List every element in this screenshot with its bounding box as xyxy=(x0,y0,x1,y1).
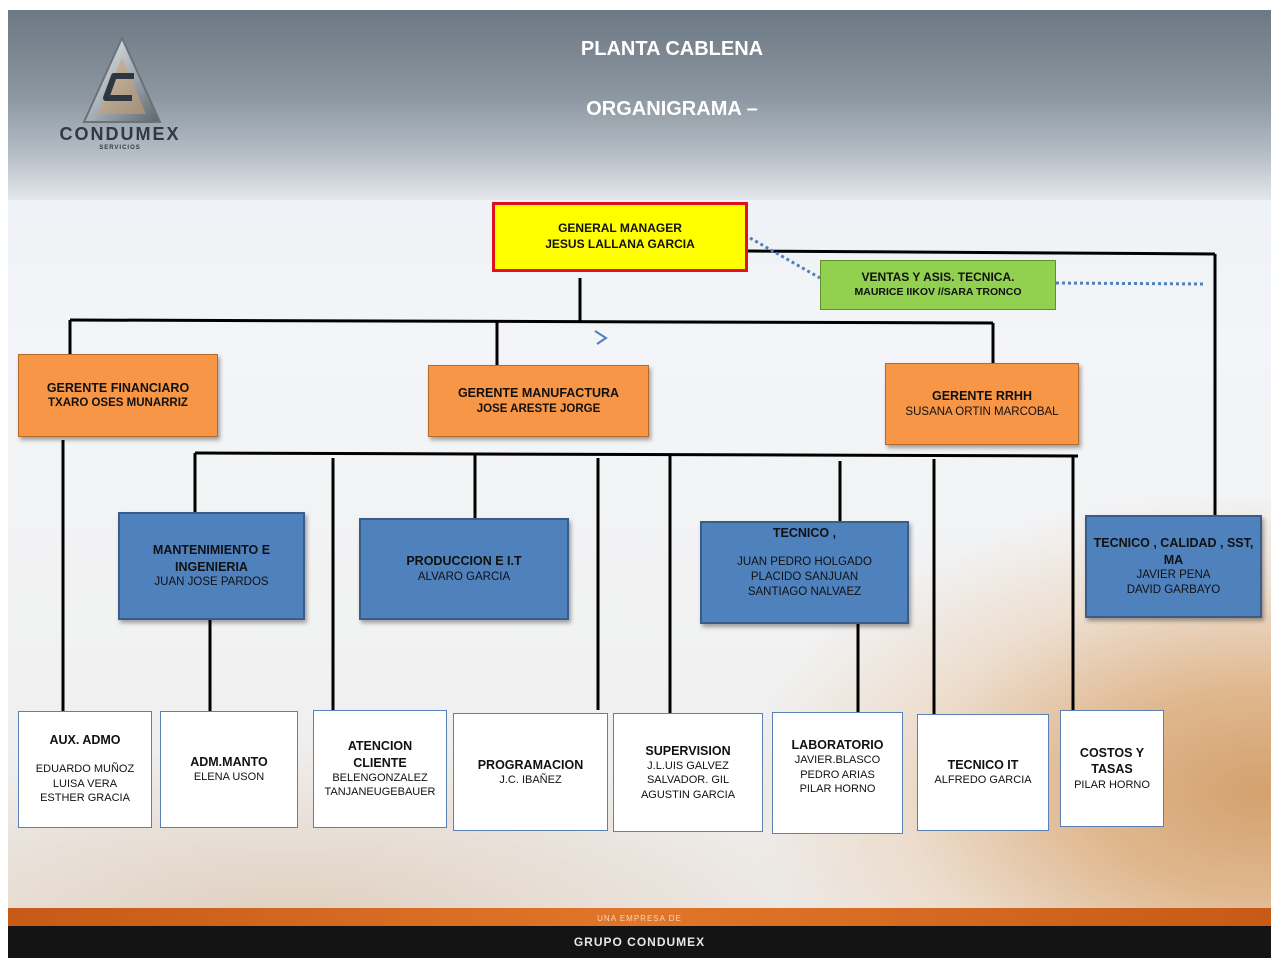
tecnico-title: TECNICO , xyxy=(772,526,837,540)
supervision-name-2: SALVADOR. GIL xyxy=(646,774,730,787)
calidad-box: TECNICO , CALIDAD , SST, MA JAVIER PENA … xyxy=(1085,515,1262,618)
costos-tasas-box: COSTOS Y TASAS PILAR HORNO xyxy=(1060,710,1164,827)
mantenimiento-box: MANTENIMIENTO E INGENIERIA JUAN JOSE PAR… xyxy=(118,512,305,620)
condumex-logo: CONDUMEX SERVICIOS xyxy=(30,30,220,160)
condumex-emblem-icon xyxy=(82,36,162,123)
ventas-box: VENTAS Y ASIS. TECNICA. MAURICE IIKOV //… xyxy=(820,260,1056,310)
footer-tagline-bar: UNA EMPRESA DE xyxy=(8,908,1271,926)
aux-admo-title: AUX. ADMO xyxy=(49,733,121,747)
calidad-title: TECNICO , CALIDAD , SST, MA xyxy=(1093,536,1254,567)
tecnico-it-title: TECNICO IT xyxy=(947,758,1019,773)
tecnico-it-box: TECNICO IT ALFREDO GARCIA xyxy=(917,714,1049,831)
aux-admo-box: AUX. ADMO EDUARDO MUÑOZ LUISA VERA ESTHE… xyxy=(18,711,152,828)
mantenimiento-title: MANTENIMIENTO E INGENIERIA xyxy=(152,543,271,574)
laboratorio-box: LABORATORIO JAVIER.BLASCO PEDRO ARIAS PI… xyxy=(772,712,903,834)
gerente-rrhh-title: GERENTE RRHH xyxy=(931,389,1032,404)
gerente-manufactura-title: GERENTE MANUFACTURA xyxy=(457,386,620,401)
costos-tasas-name-1: PILAR HORNO xyxy=(1074,778,1150,791)
slide: CONDUMEX SERVICIOS PLANTA CABLENA ORGANI… xyxy=(8,10,1271,958)
atencion-cliente-name-1: BELENGONZALEZ xyxy=(332,771,428,784)
aux-admo-name-1: EDUARDO MUÑOZ xyxy=(35,763,135,776)
programacion-name-1: J.C. IBAÑEZ xyxy=(499,773,562,786)
general-manager-name: JESUS LALLANA GARCIA xyxy=(545,237,695,251)
atencion-cliente-name-2: TANJANEUGEBAUER xyxy=(324,786,436,799)
footer-brand-bar: GRUPO CONDUMEX xyxy=(8,926,1271,958)
supervision-name-1: J.L.UIS GALVEZ xyxy=(647,760,729,773)
general-manager-box: GENERAL MANAGER JESUS LALLANA GARCIA xyxy=(492,202,748,272)
gerente-financiero-name: TXARO OSES MUNARRIZ xyxy=(48,397,188,410)
supervision-title: SUPERVISION xyxy=(645,743,731,758)
ventas-title: VENTAS Y ASIS. TECNICA. xyxy=(861,270,1015,285)
gerente-manufactura-name: JOSE ARESTE JORGE xyxy=(476,402,601,415)
tecnico-it-name-1: ALFREDO GARCIA xyxy=(934,774,1032,787)
connector-lines xyxy=(61,236,1217,714)
supervision-name-3: AGUSTIN GARCIA xyxy=(640,788,736,801)
adm-manto-box: ADM.MANTO ELENA USON xyxy=(160,711,298,828)
aux-admo-name-3: ESTHER GRACIA xyxy=(40,791,130,804)
adm-manto-name-1: ELENA USON xyxy=(193,771,265,784)
tecnico-name-2: PLACIDO SANJUAN xyxy=(750,571,859,584)
aux-admo-name-2: LUISA VERA xyxy=(52,777,118,790)
ventas-name: MAURICE IIKOV //SARA TRONCO xyxy=(854,285,1022,298)
gerente-financiero-title: GERENTE FINANCIARO xyxy=(46,380,190,395)
gerente-manufactura-box: GERENTE MANUFACTURA JOSE ARESTE JORGE xyxy=(428,365,649,437)
calidad-name-2: DAVID GARBAYO xyxy=(1126,583,1221,596)
atencion-cliente-title: ATENCION CLIENTE xyxy=(347,739,413,770)
calidad-name-1: JAVIER PENA xyxy=(1136,568,1211,581)
chart-subtitle: ORGANIGRAMA – xyxy=(586,98,758,120)
produccion-box: PRODUCCION E I.T ALVARO GARCIA xyxy=(359,518,569,620)
laboratorio-name-1: JAVIER.BLASCO xyxy=(794,754,881,767)
tecnico-name-3: SANTIAGO NALVAEZ xyxy=(747,586,862,599)
logo-wordmark: CONDUMEX xyxy=(59,124,181,144)
logo-subtitle: SERVICIOS xyxy=(99,145,141,151)
programacion-title: PROGRAMACION xyxy=(477,757,584,772)
chart-title: PLANTA CABLENA xyxy=(580,38,764,60)
tecnico-box: TECNICO , JUAN PEDRO HOLGADO PLACIDO SAN… xyxy=(700,521,909,624)
mantenimiento-name: JUAN JOSE PARDOS xyxy=(154,575,269,588)
supervision-box: SUPERVISION J.L.UIS GALVEZ SALVADOR. GIL… xyxy=(613,713,763,832)
gerente-rrhh-box: GERENTE RRHH SUSANA ORTIN MARCOBAL xyxy=(885,363,1079,445)
footer-tagline: UNA EMPRESA DE xyxy=(597,914,682,923)
adm-manto-title: ADM.MANTO xyxy=(190,755,268,770)
laboratorio-title: LABORATORIO xyxy=(791,738,884,752)
programacion-box: PROGRAMACION J.C. IBAÑEZ xyxy=(453,713,608,831)
gerente-rrhh-name: SUSANA ORTIN MARCOBAL xyxy=(905,405,1059,418)
laboratorio-name-2: PEDRO ARIAS xyxy=(800,768,875,781)
header-band xyxy=(8,10,1271,200)
gerente-financiero-box: GERENTE FINANCIARO TXARO OSES MUNARRIZ xyxy=(18,354,218,437)
produccion-name: ALVARO GARCIA xyxy=(417,570,511,583)
atencion-cliente-box: ATENCION CLIENTE BELENGONZALEZ TANJANEUG… xyxy=(313,710,447,828)
laboratorio-name-3: PILAR HORNO xyxy=(799,782,876,795)
costos-tasas-title: COSTOS Y TASAS xyxy=(1079,746,1145,777)
produccion-title: PRODUCCION E I.T xyxy=(406,554,522,569)
footer-brand: GRUPO CONDUMEX xyxy=(573,935,706,949)
tecnico-name-1: JUAN PEDRO HOLGADO xyxy=(737,556,872,569)
general-manager-title: GENERAL MANAGER xyxy=(558,221,682,236)
